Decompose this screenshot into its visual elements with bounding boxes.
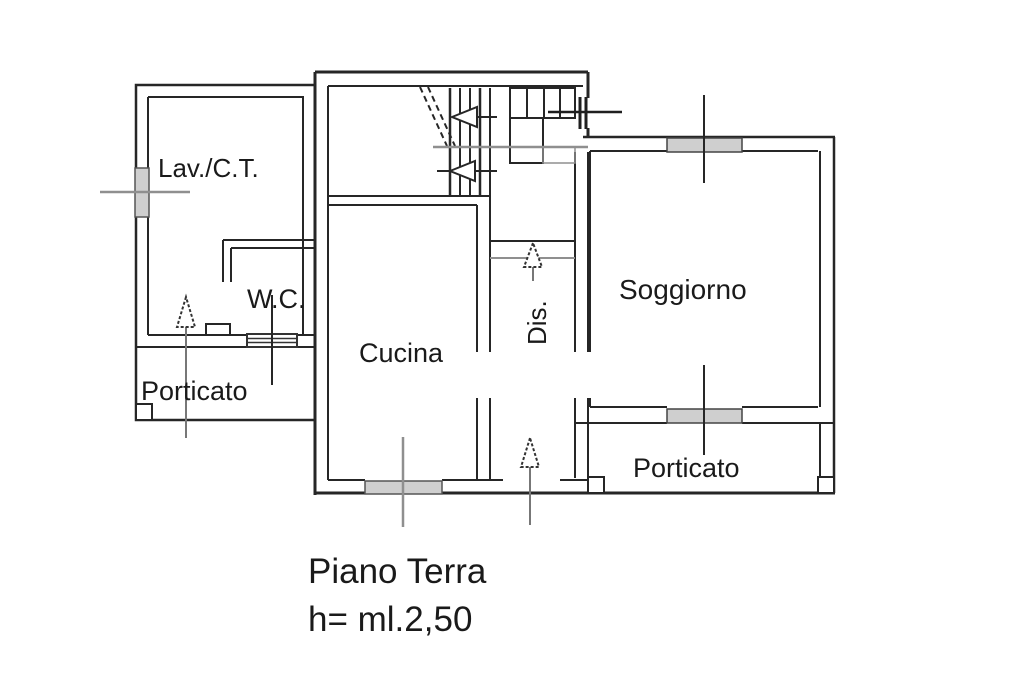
porticato-left-entrance-arrow-icon <box>175 293 197 438</box>
porticato-right-column-left <box>587 476 605 494</box>
room-label-porticato-right: Porticato <box>633 453 740 483</box>
block-left-walls <box>134 83 315 422</box>
main-entrance-door-icon <box>548 97 622 129</box>
stair-down-arrow-icon <box>437 159 497 183</box>
staircase-icon <box>419 86 588 197</box>
wc-partition-wall <box>222 239 315 282</box>
room-label-porticato-left: Porticato <box>141 376 248 406</box>
porticato-right-column-right <box>817 476 835 494</box>
wall-pilaster <box>205 323 231 336</box>
cucina-right-wall <box>476 196 491 480</box>
lav-inner-wall <box>148 96 304 335</box>
room-label-wc: W.C. <box>247 284 306 314</box>
room-label-dis: Dis. <box>522 300 552 345</box>
stair-up-arrow-icon <box>449 105 497 129</box>
floor-height: h= ml.2,50 <box>308 600 472 639</box>
dis-right-wall <box>574 152 589 478</box>
dis-entrance-arrow-icon <box>522 240 544 281</box>
south-entrance-arrow-icon <box>519 434 541 525</box>
left-block-outer-wall <box>134 83 315 422</box>
room-label-cucina: Cucina <box>359 338 444 368</box>
porticato-left-column <box>135 403 153 421</box>
block-center-walls <box>313 70 835 495</box>
stair-cut-line <box>419 86 456 147</box>
block-right-walls <box>575 135 836 494</box>
stair-landing-box <box>542 146 576 164</box>
room-label-soggiorno: Soggiorno <box>619 274 747 305</box>
room-label-lav-ct: Lav./C.T. <box>158 153 259 183</box>
floor-title: Piano Terra <box>308 552 487 591</box>
